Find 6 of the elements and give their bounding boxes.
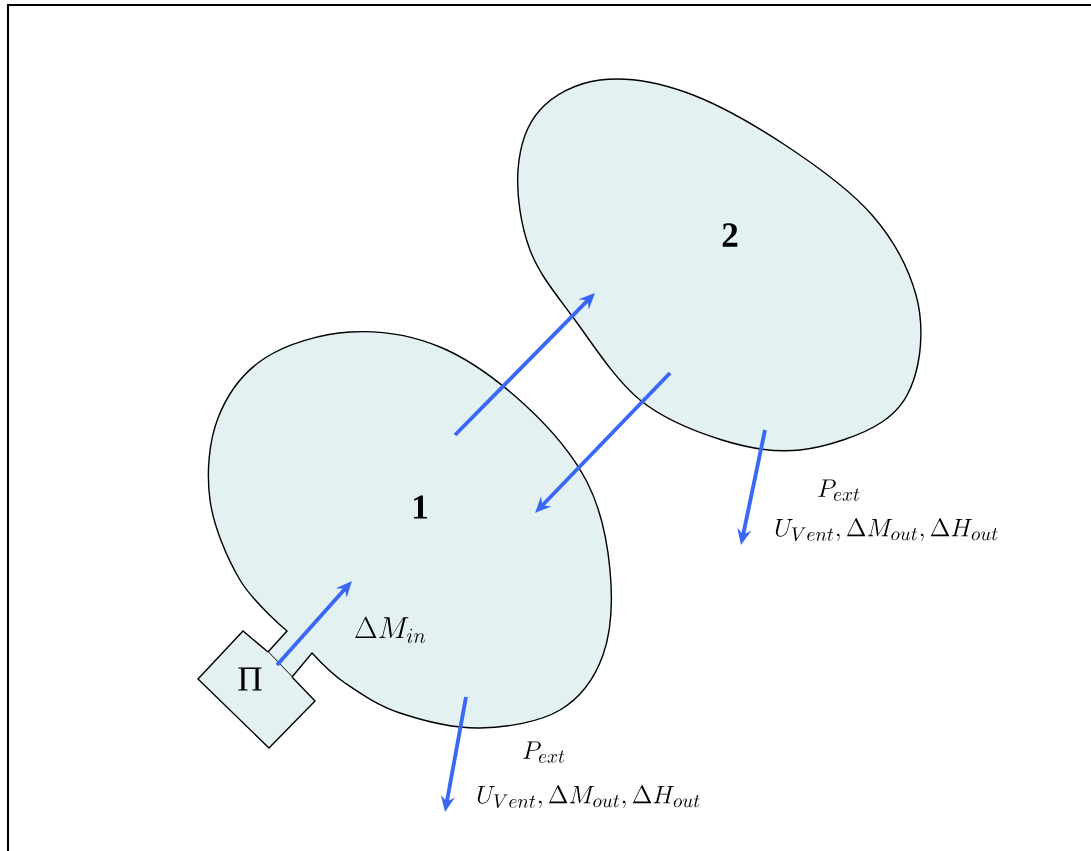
- quantity-label: $U_{Vent}, \Delta M_{out}, \Delta H_{out}$: [477, 785, 700, 809]
- pump-box: Π: [197, 630, 316, 749]
- quantity-label: $P_{ext}$: [818, 479, 860, 501]
- quantity-label: $U_{Vent}, \Delta M_{out}, \Delta H_{out}$: [775, 518, 998, 542]
- edge-label: $\Delta M_{in}$: [355, 616, 426, 643]
- region-blob: 2: [516, 78, 922, 452]
